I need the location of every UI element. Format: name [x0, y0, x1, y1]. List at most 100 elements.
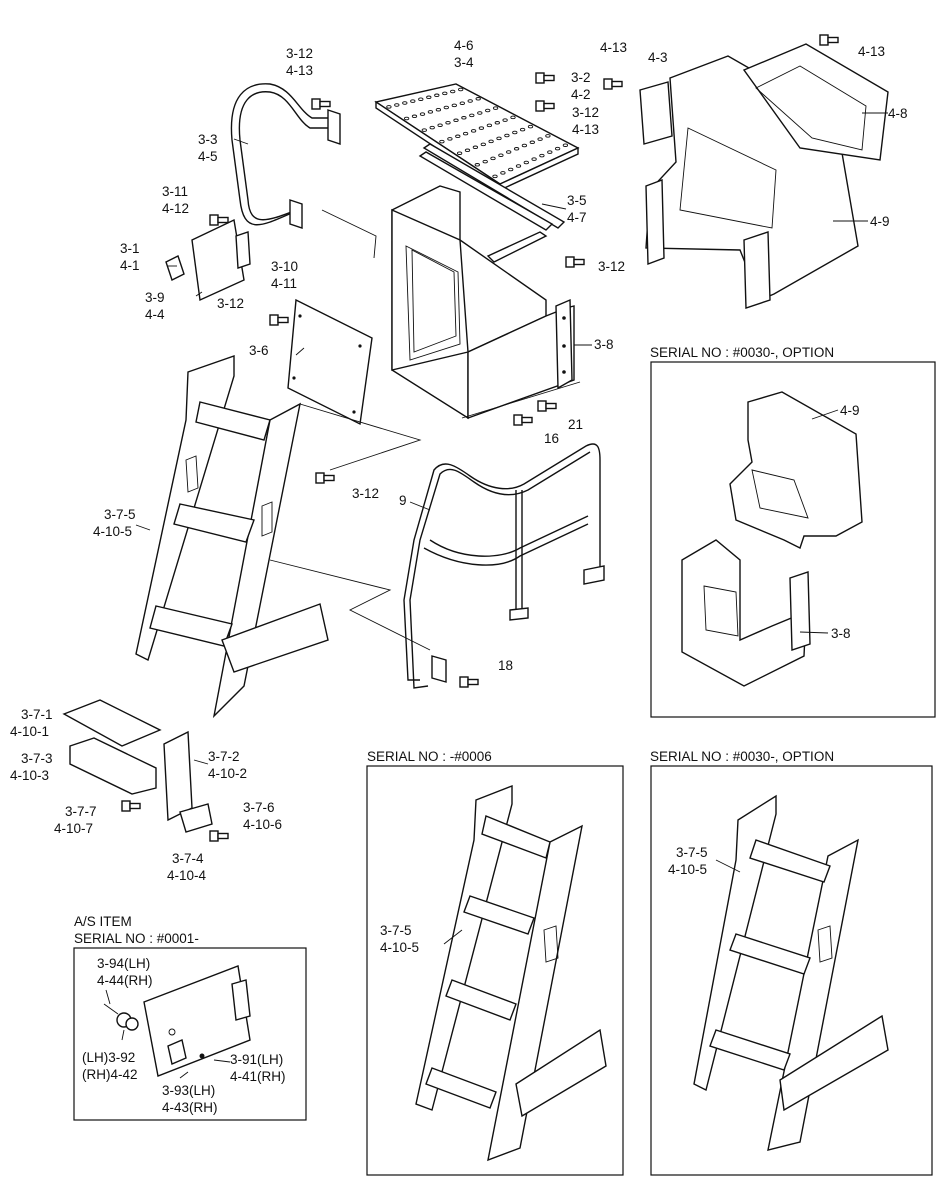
plate-hole	[504, 133, 510, 138]
plate-hole	[453, 118, 459, 123]
plate-hole	[486, 123, 493, 128]
callout-label-c04: 3-4	[454, 55, 474, 70]
plate-hole	[455, 134, 461, 139]
callout-label-c26: 4-4	[145, 307, 165, 322]
plate-hole	[472, 145, 479, 150]
plate-hole	[461, 116, 467, 120]
inset-box-as-item	[73, 947, 307, 1121]
plate-hole	[492, 106, 499, 110]
callout-label-c03: 4-6	[454, 38, 474, 53]
plate-hole	[419, 112, 426, 116]
callout-label-c19: 4-9	[870, 214, 890, 229]
plate-hole	[477, 111, 483, 115]
plate-hole	[519, 127, 526, 132]
box-title-serial-0006: SERIAL NO : -#0006	[367, 749, 492, 764]
bolt	[535, 100, 555, 112]
callout-label-c24: 3-12	[598, 259, 625, 274]
callout-label-c52: 4-10-5	[380, 940, 419, 955]
plate-hole	[470, 129, 477, 133]
plate-hole	[435, 107, 442, 112]
plate-hole	[464, 148, 471, 153]
support-rail-2-drawing	[418, 151, 554, 231]
guard-rail-drawing	[403, 443, 605, 689]
bolt	[565, 256, 585, 268]
callout-label-c59: 3-91(LH)	[230, 1052, 283, 1067]
callout-label-c34: 3-7-5	[104, 507, 136, 522]
plate-hole	[482, 159, 488, 164]
plate-hole	[445, 120, 451, 125]
callout-label-c61: 3-93(LH)	[162, 1083, 215, 1098]
callout-label-c39: 3-7-3	[21, 751, 53, 766]
plate-hole	[498, 153, 504, 157]
callout-label-c16: 4-12	[162, 201, 189, 216]
bolt	[121, 800, 141, 812]
plate-hole	[411, 114, 418, 119]
callout-label-c09: 4-2	[571, 87, 591, 102]
callout-label-c30: 21	[568, 417, 583, 432]
plate-hole	[488, 139, 494, 144]
plate-hole	[554, 146, 561, 151]
callout-label-c25: 3-9	[145, 290, 165, 305]
plate-hole	[462, 131, 469, 136]
plate-hole	[403, 116, 410, 121]
plate-hole	[410, 99, 416, 103]
callout-label-c62: 4-43(RH)	[162, 1100, 218, 1115]
plate-hole	[437, 123, 443, 127]
plate-hole	[402, 101, 408, 105]
plate-hole	[515, 164, 522, 168]
plate-hole	[508, 167, 514, 172]
plate-hole	[529, 140, 535, 145]
bolt	[535, 72, 555, 84]
box-title-serial-0030-top: SERIAL NO : #0030-, OPTION	[650, 345, 834, 360]
plate-hole	[447, 137, 453, 141]
step-grating-drawing	[62, 699, 162, 747]
plate-hole	[459, 101, 465, 105]
callout-label-c17: 3-5	[567, 193, 587, 208]
callout-label-c35: 4-10-5	[93, 524, 132, 539]
callout-label-c40: 4-10-3	[10, 768, 49, 783]
callout-label-c20: 3-1	[120, 241, 140, 256]
callout-label-c31: 16	[544, 431, 559, 446]
step-bracket-drawing	[69, 737, 157, 795]
bolt	[537, 400, 557, 412]
callout-label-c33: 9	[399, 493, 407, 508]
inset-box-serial-0006	[366, 765, 624, 1176]
right-box-drawing	[639, 43, 889, 309]
fasteners	[121, 34, 839, 842]
plate-hole	[427, 110, 434, 114]
callout-label-c12: 4-8	[888, 106, 908, 121]
plate-hole	[474, 163, 480, 167]
plate-hole	[439, 139, 445, 144]
box-title-serial-0001: SERIAL NO : #0001-	[74, 931, 199, 946]
box-title-as-item: A/S ITEM	[74, 914, 132, 929]
bolt	[513, 414, 533, 426]
callout-label-c53: 3-7-5	[676, 845, 708, 860]
plate-hole	[443, 105, 449, 110]
plate-hole	[547, 150, 553, 154]
callout-label-c05: 4-13	[600, 40, 627, 55]
bolt	[315, 472, 335, 484]
leader-lines	[105, 112, 888, 1079]
callout-label-c23: 4-11	[271, 276, 297, 291]
callout-label-c32: 3-12	[352, 486, 379, 501]
callout-label-c10: 3-12	[572, 105, 599, 120]
callout-label-c08: 3-2	[571, 70, 591, 85]
bolt	[209, 830, 229, 842]
callout-label-c47: 3-7-4	[172, 851, 204, 866]
callout-label-c18: 4-7	[567, 210, 587, 225]
callout-label-c45: 3-7-6	[243, 800, 275, 815]
side-cover-drawing	[287, 298, 373, 426]
plate-hole	[537, 137, 543, 141]
plate-hole	[467, 99, 473, 103]
plate-hole	[450, 89, 456, 94]
bolt	[269, 314, 289, 326]
plate-hole	[496, 136, 502, 141]
plate-hole	[506, 150, 512, 154]
plate-hole	[469, 113, 475, 118]
step-box-drawing	[391, 185, 575, 420]
plate-hole	[500, 171, 506, 175]
plate-hole	[513, 147, 520, 151]
callout-label-c51: 3-7-5	[380, 923, 412, 938]
